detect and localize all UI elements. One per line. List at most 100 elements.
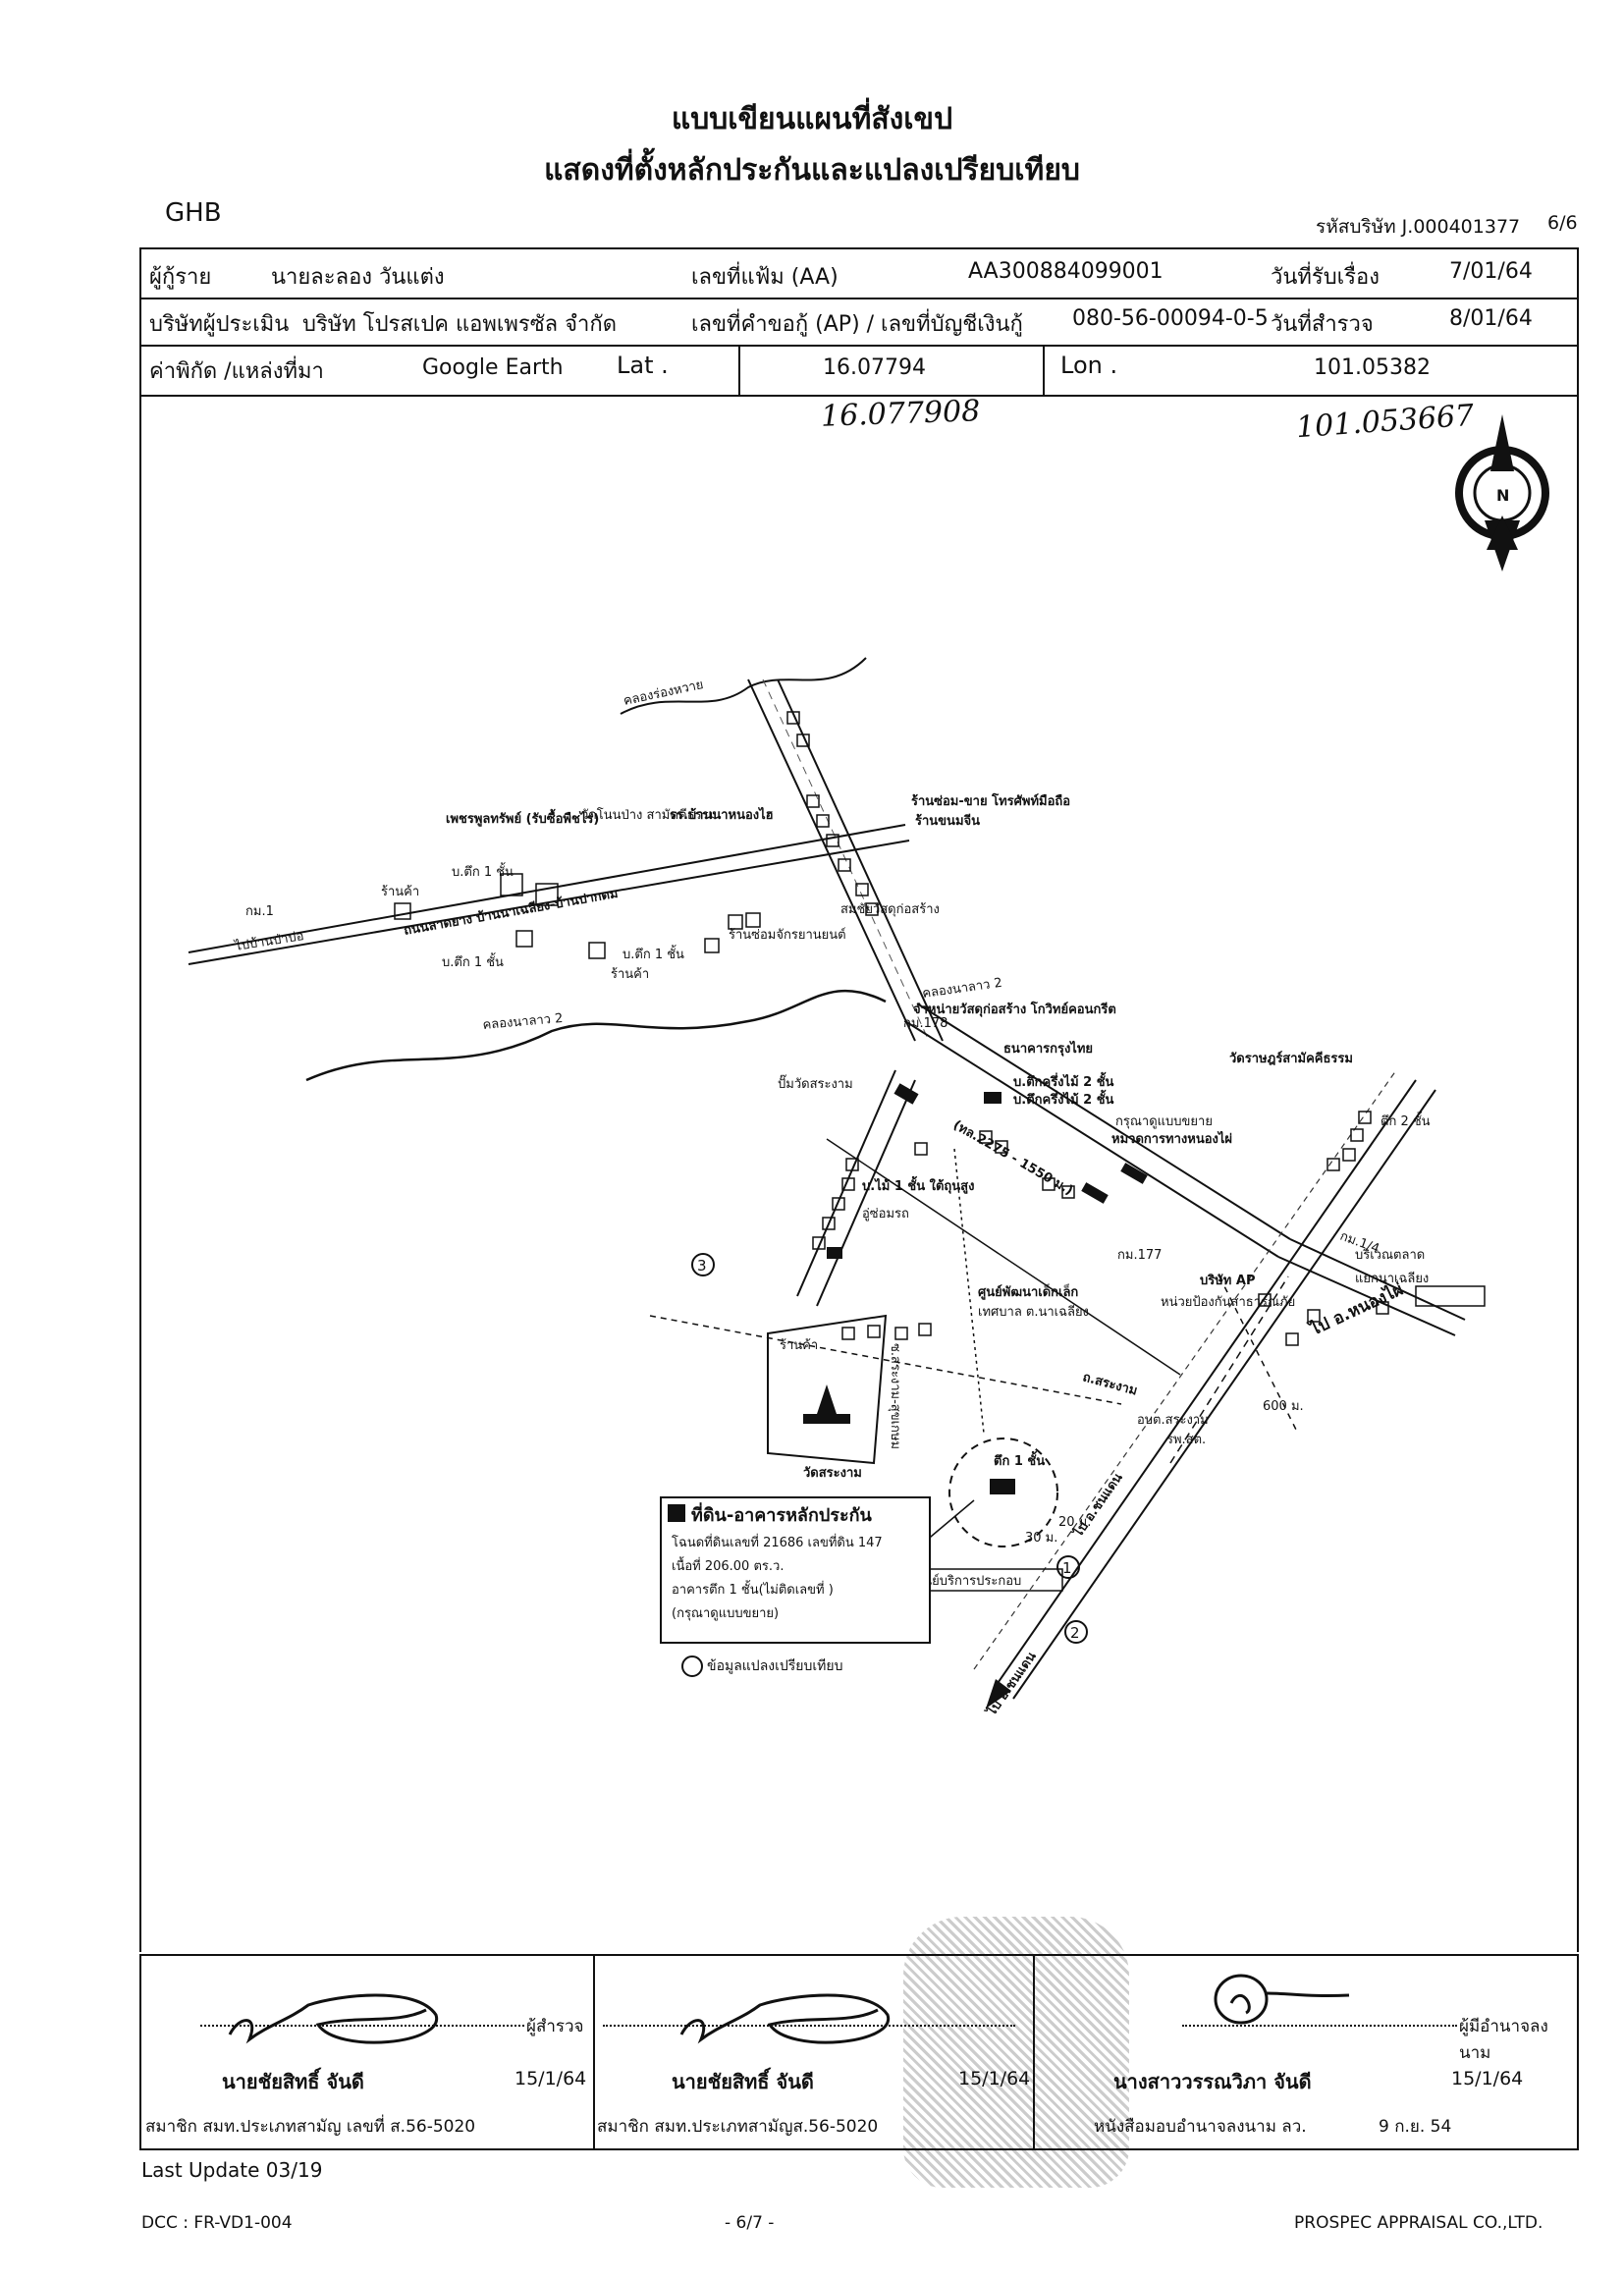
appraiser-label: บริษัทผู้ประเมิน	[149, 312, 290, 337]
label-shop-bottom: ร้านค้า	[780, 1338, 818, 1353]
legend-line4: (กรุณาดูแบบขยาย)	[672, 1606, 780, 1621]
surveyor-member: สมาชิก สมท.ประเภทสามัญ เลขที่ ส.56-5020	[145, 2117, 476, 2137]
label-30m: 30 ม.	[1025, 1531, 1057, 1546]
appraiser-value: บริษัท โปรสเปค แอพเพรซัล จำกัด	[302, 312, 617, 337]
lon-value: 101.05382	[1314, 355, 1431, 380]
label-bank: ธนาคารกรุงไทย	[1003, 1040, 1093, 1057]
page-number: - 6/7 -	[725, 2213, 775, 2233]
legend-title: ที่ดิน-อาคารหลักประกัน	[691, 1505, 872, 1526]
surveyor-name: นายชัยสิทธิ์ จันดี	[222, 2070, 364, 2093]
label-bldg1b: บ.ตึก 1 ชั้น	[442, 952, 504, 970]
legend-line1: โฉนดที่ดินเลขที่ 21686 เลขที่ดิน 147	[672, 1536, 883, 1550]
label-nongphai: ไป อ.หนองไผ่	[1305, 1278, 1406, 1340]
subject-plot-circle	[948, 1438, 1058, 1547]
label-booth: ศูนย์บริการประกอบ	[915, 1573, 1021, 1589]
label-market: บริเวณตลาด	[1355, 1248, 1425, 1263]
label-road-sg2: ซ.สระงาม-สุขเกษม	[888, 1343, 902, 1449]
label-temple-top: วัดโนนป่าง สามัคคีธรรม	[581, 807, 717, 823]
legend-line3: อาคารตึก 1 ชั้น(ไม่ติดเลขที่ )	[672, 1583, 834, 1598]
appraiser-signature	[679, 1993, 890, 2044]
appraiser-name: นายชัยสิทธิ์ จันดี	[672, 2070, 814, 2093]
label-hospital: รพ.สต.	[1166, 1433, 1206, 1447]
surveyor-signature	[228, 1993, 438, 2044]
label-temple-bottom: วัดสระงาม	[803, 1466, 862, 1481]
stamp-date: 15/1/64	[958, 2068, 1031, 2089]
appraiser-member: สมาชิก สมท.ประเภทสามัญส.56-5020	[597, 2117, 879, 2137]
label-km177: กม.177	[1117, 1248, 1162, 1263]
received-label: วันที่รับเรื่อง	[1271, 265, 1380, 290]
legend-line2: เนื้อที่ 206.00 ตร.ว.	[672, 1559, 785, 1574]
label-km178: กม.178	[903, 1016, 947, 1031]
borrower-label: ผู้กู้ราย	[149, 265, 212, 290]
label-police: หมวดการทางหนองไผ่	[1111, 1130, 1232, 1147]
label-canal-top: คลองร่องหวาย	[623, 678, 705, 709]
header-info-table: ผู้กู้ราย นายละลอง วันแต่ง เลขที่แฟ้ม (A…	[139, 247, 1579, 397]
label-plot-bldg: ตึก 1 ชั้น	[994, 1450, 1045, 1469]
dcc-code: DCC : FR-VD1-004	[141, 2213, 293, 2233]
request-label: เลขที่คำขอกู้ (AP) / เลขที่บัญชีเงินกู้	[691, 312, 1023, 337]
svg-text:2: 2	[1070, 1624, 1080, 1642]
label-construction: จำหน่ายวัสดุก่อสร้าง โกวิทย์คอนกรีต	[913, 1001, 1116, 1017]
footer-company: PROSPEC APPRAISAL CO.,LTD.	[1294, 2213, 1543, 2233]
label-road-main-h: ถนนลาดยาง บ้านนาเฉลียง-บ้านปากตม	[403, 886, 620, 939]
label-company-ap: บริษัท AP	[1200, 1274, 1256, 1288]
svg-text:1: 1	[1062, 1559, 1072, 1577]
company-code: รหัสบริษัท J.000401377	[1316, 216, 1521, 238]
label-tambon: เทศบาล ต.นาเฉลียง	[978, 1304, 1089, 1320]
label-hotel: เพชรพูลทรัพย์ (รับซื้อพืชไร่)	[446, 808, 599, 827]
lat-label: Lat .	[617, 352, 669, 379]
north-arrow-icon: N	[1455, 414, 1549, 571]
label-shop-phone: ร้านซ่อม-ขาย โทรศัพท์มือถือ	[911, 792, 1070, 809]
label-gas: ปั๊มวัดสระงาม	[778, 1074, 853, 1092]
label-bldg2a: บ.ตึกครึ่งไม้ 2 ชั้น	[1013, 1071, 1114, 1090]
authority-letter-date: 9 ก.ย. 54	[1379, 2117, 1452, 2137]
temple-plot	[767, 1314, 888, 1465]
subject-building-icon	[990, 1479, 1015, 1494]
marker-3: 3	[691, 1253, 715, 1276]
label-canal-right: คลองนาลาว 2	[921, 976, 1002, 1002]
svg-text:3: 3	[697, 1257, 707, 1275]
north-label: N	[1496, 486, 1509, 505]
label-expand: กรุณาดูแบบขยาย	[1115, 1114, 1213, 1129]
received-value: 7/01/64	[1449, 259, 1533, 284]
label-600m: 600 ม.	[1263, 1399, 1304, 1414]
label-dept: หน่วยป้องกันสาธารณภัย	[1161, 1295, 1295, 1310]
authority-signature	[1214, 1974, 1350, 2025]
building-markers	[394, 711, 1486, 1346]
label-pm: ศูนย์พัฒนาเด็กเล็ก	[978, 1282, 1078, 1300]
coord-label: ค่าพิกัด /แหล่งที่มา	[149, 359, 324, 384]
label-to-chonnaen: ไป อ.ชนแดน	[1068, 1470, 1125, 1542]
label-repair: อู่ซ่อมรถ	[862, 1207, 909, 1221]
document-title-line1: แบบเขียนแผนที่สังเขป	[671, 102, 953, 136]
marker-1: 1	[1056, 1555, 1080, 1579]
legend-box: ที่ดิน-อาคารหลักประกัน โฉนดที่ดินเลขที่ …	[660, 1496, 931, 1644]
road-southwest	[649, 1069, 1122, 1405]
label-bldg2b: บ.ตึกครึ่งไม้ 2 ชั้น	[1013, 1089, 1114, 1108]
canal-mid	[305, 989, 887, 1082]
map-frame	[139, 393, 1579, 1952]
location-map: N	[188, 414, 1549, 1720]
label-shop-noodle: ร้านขนมจีน	[915, 813, 980, 829]
signature-block: ผู้สำรวจ นายชัยสิทธิ์ จันดี 15/1/64 สมาช…	[139, 1954, 1579, 2150]
coord-source: Google Earth	[422, 355, 564, 380]
canal-top	[620, 657, 867, 715]
file-no-value: AA300884099001	[968, 259, 1164, 284]
label-road-sg: ถ.สระงาม	[1081, 1370, 1139, 1398]
collateral-icon	[668, 1504, 685, 1522]
page-of: 6/6	[1547, 212, 1578, 234]
legend-compare: ข้อมูลแปลงเปรียบเทียบ	[707, 1658, 843, 1674]
label-shop-c: ร้านค้า	[611, 967, 649, 982]
temple-icon	[803, 1384, 850, 1424]
bank-name: GHB	[165, 198, 222, 228]
label-shop-d: ร้านซ่อมจักรยานยนต์	[729, 927, 846, 943]
label-bldg1c: บ.ตึก 1 ชั้น	[623, 945, 684, 962]
label-bldg1: บ.ตึก 1 ชั้น	[452, 862, 514, 880]
label-cement: สมชัยวัสดุก่อสร้าง	[840, 902, 940, 917]
label-km1: กม.1	[245, 904, 274, 919]
label-temple-right: วัดราษฎร์สามัคคีธรรม	[1229, 1051, 1353, 1066]
last-update: Last Update 03/19	[141, 2158, 323, 2182]
lat-value: 16.07794	[823, 355, 926, 380]
authority-name: นางสาววรรณวิภา จันดี	[1113, 2070, 1312, 2093]
label-junction: แยกนาเฉลียง	[1355, 1271, 1429, 1286]
label-school: รร.บ้านนาหนองไฮ	[670, 806, 774, 823]
